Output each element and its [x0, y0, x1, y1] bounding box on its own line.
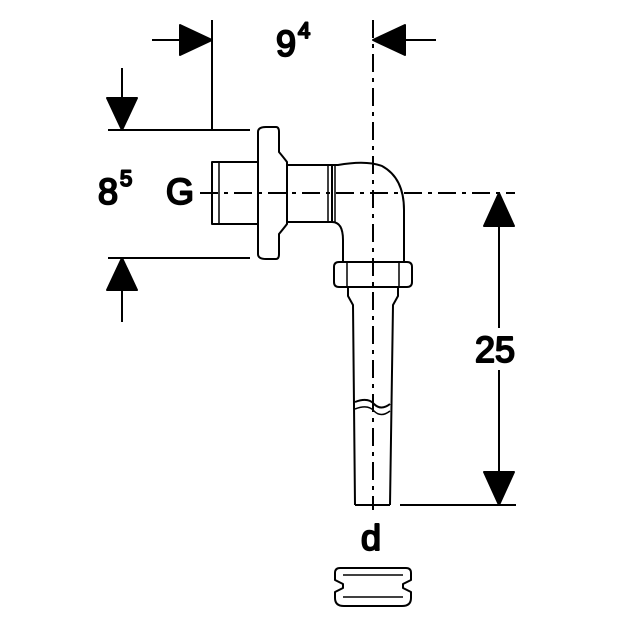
rubber-seal [334, 567, 412, 607]
arrow-head-bottom [106, 257, 138, 291]
pipe-diameter-label: d [361, 517, 381, 558]
dim-top-width-main: 9 [276, 23, 296, 64]
dimension-pipe-length [400, 192, 530, 506]
arrow-head-top [106, 97, 138, 131]
arrow-head-down [483, 471, 515, 506]
dimension-top-width [152, 20, 436, 510]
dim-flange-height-sup: 5 [120, 166, 132, 191]
dim-pipe-length: 25 [475, 329, 515, 370]
arrow-head-left [179, 24, 213, 56]
dim-top-width-sup: 4 [298, 18, 310, 43]
pipe-break-line [354, 398, 391, 409]
threaded-connector [211, 161, 259, 225]
union-nut [333, 261, 413, 288]
horizontal-pipe [287, 164, 332, 223]
pipe-elbow [331, 161, 405, 263]
dimension-flange-height [106, 68, 250, 322]
arrow-head-up [483, 192, 515, 227]
vertical-pipe [347, 287, 399, 506]
arrow-head-right [372, 24, 406, 56]
wall-flange [257, 126, 288, 260]
thread-label: G [166, 171, 194, 212]
dim-flange-height-main: 8 [98, 171, 118, 212]
